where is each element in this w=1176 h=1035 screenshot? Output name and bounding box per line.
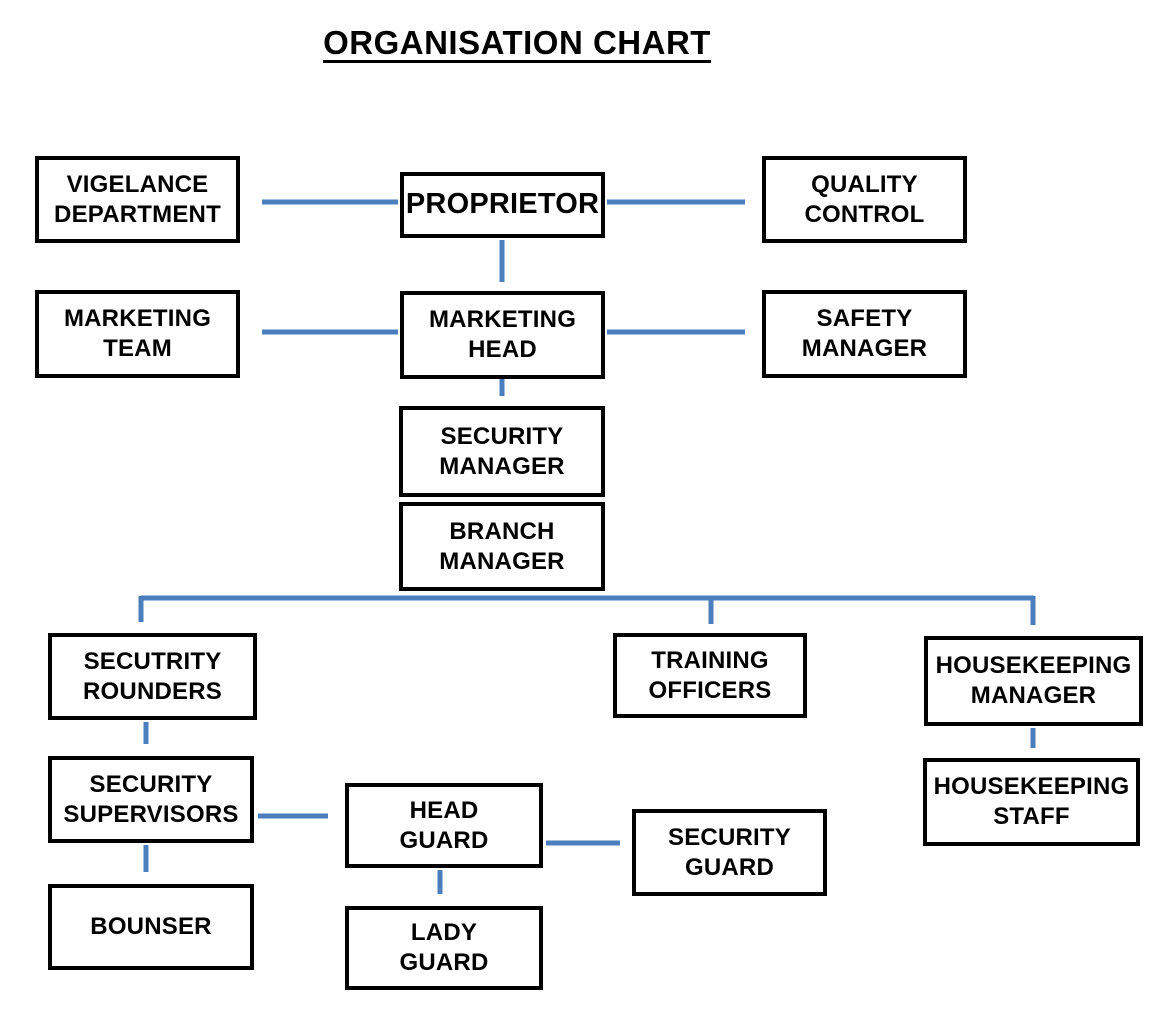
node-label: STAFF [993,803,1070,830]
node-label: MARKETING [63,305,212,333]
node-label: SECURITY [668,823,791,851]
node-label: GUARD [399,949,489,976]
node-label: GUARD [685,853,774,881]
node-label: HOUSEKEEPING [935,652,1132,680]
node-label: HEAD [468,336,537,363]
node-secutrity-rounders: SECUTRITY ROUNDERS [48,633,257,720]
node-vigelance-department: VIGELANCE DEPARTMENT [35,156,240,243]
node-label: SECURITY [440,422,564,450]
node-quality-control: QUALITY CONTROL [762,156,967,243]
node-label: SECUTRITY [83,647,222,675]
node-label: MANAGER [970,682,1097,709]
node-label: GUARD [399,826,489,854]
node-label: BRANCH [449,517,555,545]
node-label: SAFETY [816,305,913,333]
node-proprietor: PROPRIETOR [400,172,605,238]
node-label: ROUNDERS [83,677,222,705]
node-housekeeping-manager: HOUSEKEEPING MANAGER [924,636,1143,726]
node-housekeeping-staff: HOUSEKEEPING STAFF [923,758,1140,846]
node-safety-manager: SAFETY MANAGER [762,290,967,378]
node-label: MARKETING [428,306,577,334]
node-label: MANAGER [439,547,565,575]
node-head-guard: HEAD GUARD [345,783,543,868]
node-label: CONTROL [804,200,925,228]
node-label: QUALITY [811,170,918,198]
node-label: VIGELANCE [66,170,209,198]
node-label: HOUSEKEEPING [933,773,1130,801]
node-training-officers: TRAINING OFFICERS [613,633,807,718]
node-label: SECURITY [89,770,213,798]
node-label: BOUNSER [90,913,212,941]
node-label: SUPERVISORS [63,800,239,828]
node-label: HEAD [409,796,479,824]
node-label: LADY [410,919,478,947]
node-branch-manager: BRANCH MANAGER [399,502,605,591]
node-lady-guard: LADY GUARD [345,906,543,990]
node-label: OFFICERS [648,676,772,704]
node-label: TRAINING [651,646,769,674]
node-label: DEPARTMENT [54,200,221,228]
node-security-manager: SECURITY MANAGER [399,406,605,497]
node-label: MANAGER [439,452,565,480]
node-bounser: BOUNSER [48,884,254,970]
page-title: ORGANISATION CHART [323,24,711,61]
node-label: PROPRIETOR [405,188,600,221]
node-security-guard: SECURITY GUARD [632,809,827,896]
node-label: TEAM [103,335,172,362]
node-security-supervisors: SECURITY SUPERVISORS [48,756,254,843]
node-label: MANAGER [801,335,928,362]
node-marketing-head: MARKETING HEAD [400,291,605,379]
node-marketing-team: MARKETING TEAM [35,290,240,378]
